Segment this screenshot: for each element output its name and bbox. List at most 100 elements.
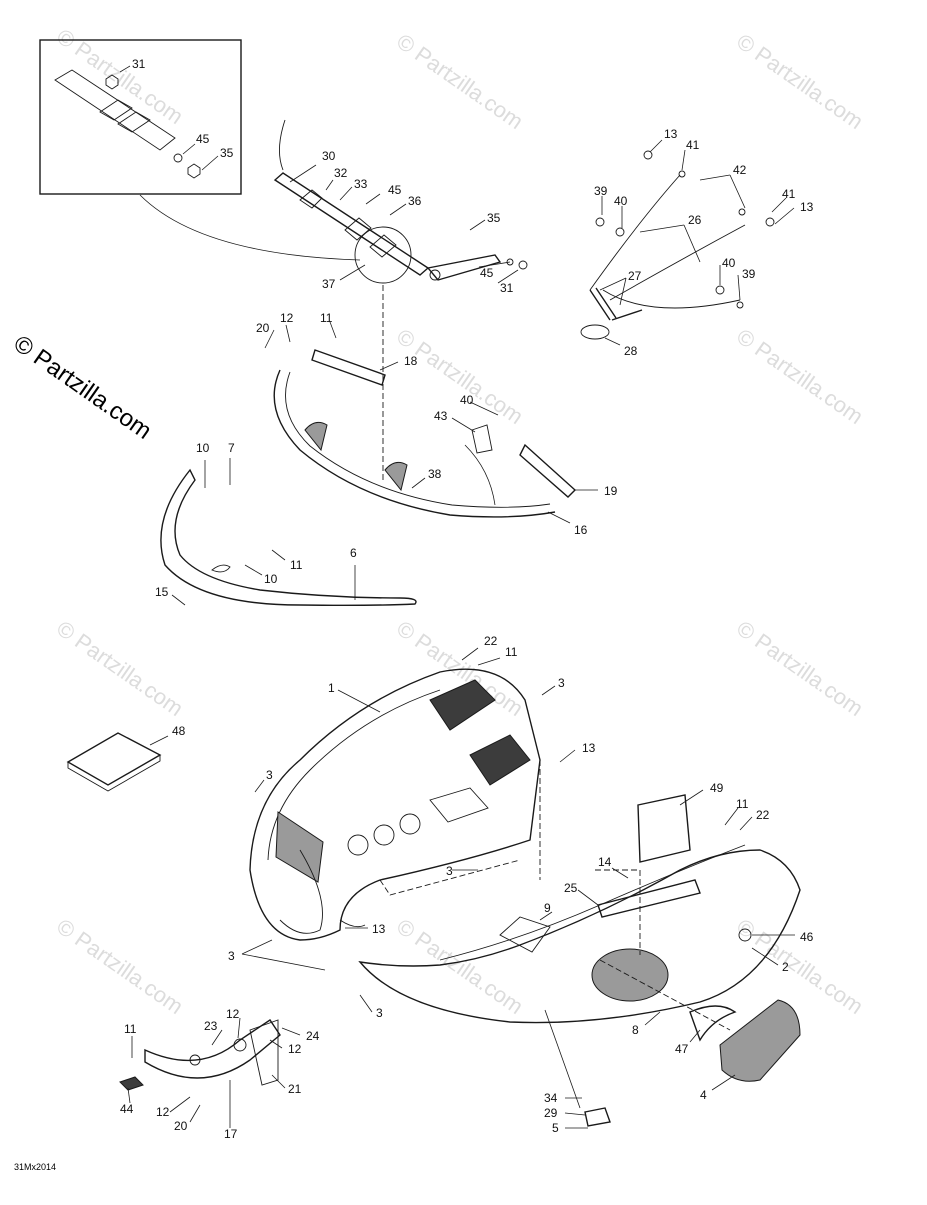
- cable-ring: [580, 324, 610, 340]
- diagram-reference-code: 31Mx2014: [14, 1162, 57, 1172]
- callout-16: 16: [574, 523, 588, 537]
- callout-17: 17: [224, 1127, 238, 1141]
- watermark-text: © Partzilla.com: [732, 29, 868, 135]
- lower-pan-opening: [591, 948, 669, 1002]
- callout-3: 3: [558, 676, 565, 690]
- inset-nut: [187, 163, 201, 179]
- callout-33: 33: [354, 177, 368, 191]
- callout-26: 26: [688, 213, 702, 227]
- callout-8: 8: [632, 1023, 639, 1037]
- front-skid-plate: [160, 468, 417, 607]
- callout-11: 11: [290, 558, 303, 572]
- callout-3: 3: [446, 864, 453, 878]
- guard-4: [719, 999, 801, 1082]
- watermark-text: © Partzilla.com: [392, 29, 528, 135]
- belly-pan: [249, 668, 541, 941]
- callout-37: 37: [322, 277, 336, 291]
- callout-44: 44: [120, 1102, 134, 1116]
- callout-31: 31: [132, 57, 146, 71]
- seal-47: [689, 1005, 737, 1042]
- callout-13: 13: [664, 127, 678, 141]
- callout-31: 31: [500, 281, 514, 295]
- callout-13: 13: [800, 200, 814, 214]
- callout-40: 40: [722, 256, 736, 270]
- watermark-text: © Partzilla.com: [52, 914, 188, 1020]
- callout-18: 18: [404, 354, 418, 368]
- callout-48: 48: [172, 724, 186, 738]
- callout-10: 10: [196, 441, 210, 455]
- callout-42: 42: [733, 163, 747, 177]
- callout-13: 13: [372, 922, 386, 936]
- callout-11: 11: [320, 311, 333, 325]
- callout-28: 28: [624, 344, 638, 358]
- callout-23: 23: [204, 1019, 218, 1033]
- callout-19: 19: [604, 484, 618, 498]
- support-bracket-17: [119, 1019, 281, 1091]
- callout-49: 49: [710, 781, 724, 795]
- bracket-29: [584, 1107, 611, 1127]
- callout-12: 12: [288, 1042, 302, 1056]
- callout-9: 9: [544, 901, 551, 915]
- callout-45: 45: [480, 266, 494, 280]
- callout-47: 47: [675, 1042, 689, 1056]
- callout-22: 22: [484, 634, 498, 648]
- belly-pan-vent: [469, 734, 531, 786]
- callout-5: 5: [552, 1121, 559, 1135]
- callout-24: 24: [306, 1029, 320, 1043]
- callout-41: 41: [686, 138, 700, 152]
- detail-circle: [354, 226, 412, 284]
- callout-labels: 31 45 35 30 32 33 45 36 35 45 31 37 13 4…: [120, 57, 814, 1141]
- callout-30: 30: [322, 149, 336, 163]
- callout-34: 34: [544, 1091, 558, 1105]
- callout-12: 12: [280, 311, 294, 325]
- callout-11: 11: [736, 797, 749, 811]
- watermark-text: © Partzilla.com: [52, 616, 188, 722]
- callout-15: 15: [155, 585, 169, 599]
- callout-38: 38: [428, 467, 442, 481]
- callout-39: 39: [594, 184, 608, 198]
- inset-bracket: [99, 99, 151, 133]
- callout-32: 32: [334, 166, 348, 180]
- inset-washer: [173, 153, 183, 163]
- watermark-text: © Partzilla.com: [392, 324, 528, 430]
- inset-bolt: [105, 74, 119, 90]
- callout-35: 35: [220, 146, 234, 160]
- callout-22: 22: [756, 808, 770, 822]
- callout-6: 6: [350, 546, 357, 560]
- callout-29: 29: [544, 1106, 558, 1120]
- callout-39: 39: [742, 267, 756, 281]
- callout-3: 3: [266, 768, 273, 782]
- callout-25: 25: [564, 881, 578, 895]
- callout-2: 2: [782, 960, 789, 974]
- steering-support-bracket: [273, 119, 528, 284]
- callout-14: 14: [598, 855, 612, 869]
- frame-side-plate: [519, 443, 577, 498]
- callout-40: 40: [614, 194, 628, 208]
- callout-40: 40: [460, 393, 474, 407]
- callout-12: 12: [226, 1007, 240, 1021]
- cable-assembly: [580, 150, 775, 340]
- callout-35: 35: [487, 211, 501, 225]
- callout-45: 45: [196, 132, 210, 146]
- inset-tube: [54, 69, 176, 151]
- callout-20: 20: [256, 321, 270, 335]
- inset-frame: [39, 39, 242, 195]
- callout-3: 3: [376, 1006, 383, 1020]
- watermark-text: © Partzilla.com: [732, 616, 868, 722]
- decal-49: [637, 794, 691, 863]
- callout-27: 27: [628, 269, 642, 283]
- callout-1: 1: [328, 681, 335, 695]
- callout-4: 4: [700, 1088, 707, 1102]
- callout-41: 41: [782, 187, 796, 201]
- detail-connector-line: [139, 194, 361, 261]
- trim-strip-25: [597, 879, 701, 918]
- callout-45: 45: [388, 183, 402, 197]
- callout-10: 10: [264, 572, 278, 586]
- inset-detail: [39, 39, 242, 195]
- callout-12: 12: [156, 1105, 170, 1119]
- callout-20: 20: [174, 1119, 188, 1133]
- callout-46: 46: [800, 930, 814, 944]
- callout-11: 11: [124, 1022, 137, 1036]
- frame-crossbar: [311, 349, 386, 386]
